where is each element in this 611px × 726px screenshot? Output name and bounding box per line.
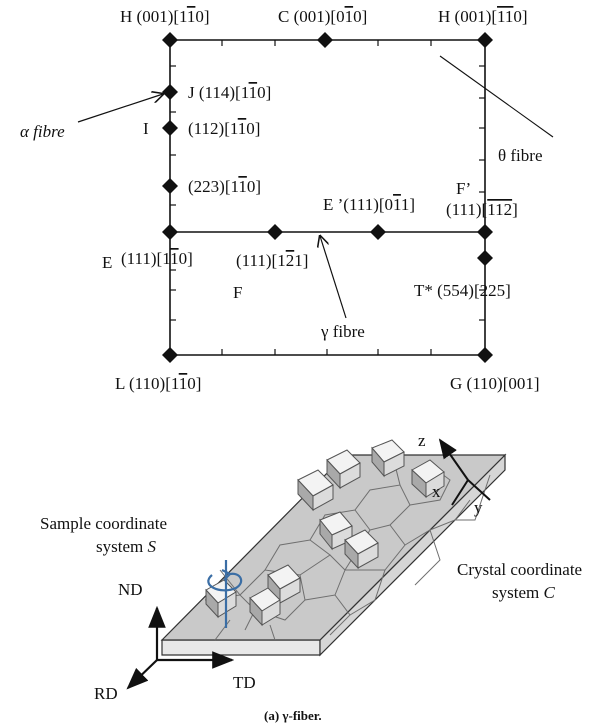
- marker-g: [477, 347, 493, 363]
- theta-fibre-label: θ fibre: [498, 146, 542, 165]
- crystal-axes: [438, 438, 491, 506]
- label-fprime-letter: F’: [456, 179, 471, 198]
- cube-1: [297, 469, 334, 512]
- marker-e: [162, 224, 178, 240]
- axis-nd-label: ND: [118, 580, 143, 599]
- marker-j: [162, 84, 178, 100]
- cube-8: [249, 587, 281, 627]
- sample-coord-line2: system S: [96, 537, 156, 556]
- schematic-section: z x y ND RD TD Sample coordinate system …: [40, 431, 582, 723]
- label-f-letter: F: [233, 283, 242, 302]
- axis-rd-label: RD: [94, 684, 118, 703]
- odf-section: H (001)[110] C (001)[010] H (001)[110] J…: [20, 7, 554, 393]
- label-111-121: (111)[121]: [236, 251, 308, 270]
- axis-td-label: TD: [233, 673, 256, 692]
- crystal-coord-line1: Crystal coordinate: [457, 560, 582, 579]
- label-h-001-1-10: H (001)[110]: [120, 7, 210, 26]
- marker-fprime: [477, 224, 493, 240]
- label-c-001-0-10: C (001)[010]: [278, 7, 367, 26]
- sample-axes: [126, 605, 235, 690]
- rotation-arrow: [207, 560, 243, 628]
- figure-caption: (a) γ-fiber.: [264, 708, 322, 723]
- cube-2: [326, 449, 361, 490]
- crystal-axis-y: y: [474, 498, 483, 517]
- label-e-111-index: (111)[110]: [121, 249, 193, 268]
- plate-side: [161, 639, 321, 656]
- label-tstar-554: T* (554)[225]: [414, 281, 511, 300]
- label-g-110: G (110)[001]: [450, 374, 540, 393]
- sample-coord-line1: Sample coordinate: [40, 514, 167, 533]
- cube-5: [319, 511, 353, 551]
- gamma-fibre-annotation: γ fibre: [320, 236, 365, 341]
- cube-7: [267, 564, 301, 605]
- marker-i: [162, 120, 178, 136]
- label-eprime-111: E ’(111)[011]: [323, 195, 415, 214]
- marker-l: [162, 347, 178, 363]
- crystal-axis-z: z: [418, 431, 426, 450]
- cube-4: [411, 459, 445, 499]
- cube-3: [371, 439, 405, 478]
- cube-6: [344, 529, 379, 570]
- label-i-112: (112)[110]: [188, 119, 260, 138]
- label-j-114: J (114)[110]: [188, 83, 271, 102]
- marker-h1: [162, 32, 178, 48]
- label-223: (223)[110]: [188, 177, 261, 196]
- alpha-fibre-label: α fibre: [20, 122, 65, 141]
- crystal-axis-x: x: [432, 482, 441, 501]
- odf-markers: [162, 32, 493, 363]
- label-i-letter: I: [143, 119, 149, 138]
- marker-223: [162, 178, 178, 194]
- marker-121: [267, 224, 283, 240]
- odf-ticks: [170, 40, 485, 355]
- theta-fibre-annotation: θ fibre: [439, 55, 554, 165]
- label-l-110: L (110)[110]: [115, 374, 201, 393]
- label-h-001-110: H (001)[110]: [438, 7, 528, 26]
- crystal-coord-line2: system C: [492, 583, 555, 602]
- label-fprime-111: (111)[112]: [446, 200, 518, 219]
- label-e-111: E: [102, 253, 112, 272]
- marker-eprime: [370, 224, 386, 240]
- marker-h2: [477, 32, 493, 48]
- gamma-fibre-label: γ fibre: [320, 322, 365, 341]
- marker-tstar: [477, 250, 493, 266]
- marker-c: [317, 32, 333, 48]
- alpha-fibre-annotation: α fibre: [20, 94, 163, 141]
